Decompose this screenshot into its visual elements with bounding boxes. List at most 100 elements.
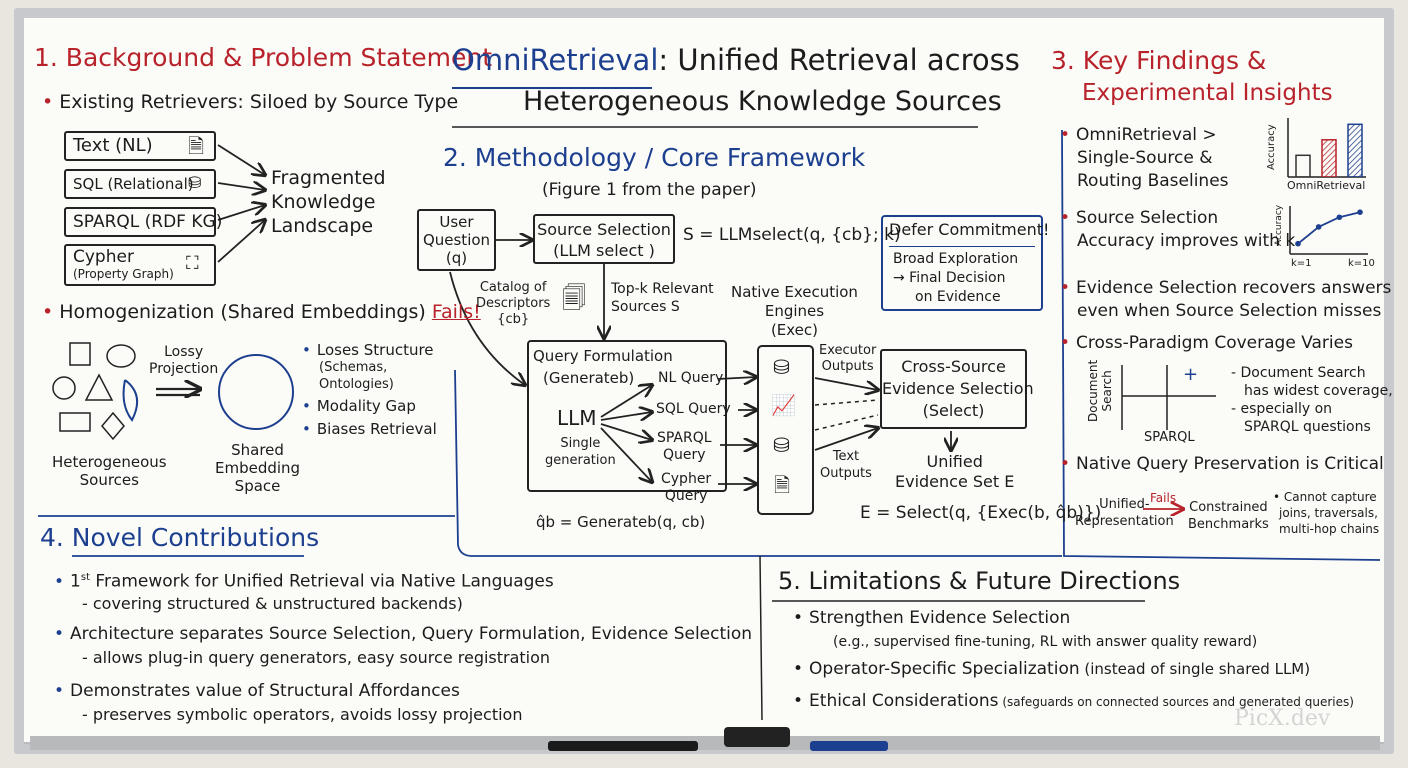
topk-label: Top-k Relevant Sources S xyxy=(611,280,714,316)
user-line-3: (q) xyxy=(445,249,468,267)
finding-3: Evidence Selection recovers answers even… xyxy=(1060,277,1391,323)
contribution-2: Architecture separates Source Selection,… xyxy=(54,622,752,670)
native-line-3: (Exec) xyxy=(770,321,819,339)
c1-pre: 1 xyxy=(70,571,81,592)
l1-sub: (e.g., supervised fine-tuning, RL with a… xyxy=(833,634,1258,650)
defer-line-1: Broad Exploration xyxy=(893,251,1019,267)
unified-line-1: Unified xyxy=(926,452,983,471)
fails-text: Fails! xyxy=(431,301,481,323)
source-box-sql: SQL (Relational) ⛁ xyxy=(64,169,216,199)
finding-5: Native Query Preservation is Critical xyxy=(1060,454,1384,475)
homogenization-text: Homogenization (Shared Embeddings) xyxy=(59,301,426,323)
sparql-q-line-2: Query xyxy=(663,447,706,463)
finding-2: Source Selection Accuracy improves with … xyxy=(1060,207,1295,253)
qf-line-1: Query Formulation xyxy=(533,347,673,365)
database-icon: ⛁ xyxy=(188,173,202,192)
sparql-q-line-1: SPARQL xyxy=(657,430,712,446)
source-box-cypher: Cypher (Property Graph) ⛶ xyxy=(64,244,216,286)
line-chart-xtick-2: k=10 xyxy=(1348,258,1375,269)
s3-heading-line-1: 3. Key Findings & xyxy=(1051,46,1267,75)
l3-main: Ethical Considerations xyxy=(809,691,999,711)
cross-source-text: Cross-Source Evidence Selection (Select) xyxy=(882,356,1034,422)
bar-0 xyxy=(1295,154,1311,177)
source-sel-line-1: Source Selection xyxy=(537,220,671,239)
line-point-2 xyxy=(1336,214,1343,221)
cannot-capture: • Cannot capture joins, traversals, mult… xyxy=(1273,489,1379,537)
source-box-text: Text (NL) 🗎 xyxy=(64,131,216,161)
black-marker[interactable] xyxy=(548,741,698,751)
source-selection-text: Source Selection (LLM select ) xyxy=(535,219,673,261)
sparql-query: SPARQL Query xyxy=(657,430,712,464)
cov-note-1: - Document Search xyxy=(1231,365,1366,381)
shared-line-1: Shared xyxy=(231,441,284,459)
fragmented-landscape: Fragmented Knowledge Landscape xyxy=(271,166,386,238)
source-text-label: Text (NL) xyxy=(73,135,153,156)
topk-line-1: Top-k Relevant xyxy=(611,281,714,297)
catalog-label: Catalog of Descriptors {cb} xyxy=(476,280,550,328)
loses-line-3: Ontologies) xyxy=(319,377,394,392)
exec-out-line-1: Executor xyxy=(819,343,877,358)
text-out-line-1: Text xyxy=(832,449,860,464)
eraser[interactable] xyxy=(724,727,790,747)
limitation-2: Operator-Specific Specialization (instea… xyxy=(793,659,1310,680)
text-out-line-2: Outputs xyxy=(820,466,872,481)
executor-outputs: Executor Outputs xyxy=(819,343,876,375)
limitation-1: Strengthen Evidence Selection (e.g., sup… xyxy=(793,606,1257,654)
marker-tray xyxy=(30,736,1380,750)
cov-note-3: - especially on xyxy=(1231,401,1333,417)
modality-gap: Modality Gap xyxy=(302,397,416,415)
native-line-2: Engines xyxy=(764,302,825,320)
line-chart xyxy=(1295,209,1363,247)
c2-sub: - allows plug-in query generators, easy … xyxy=(82,648,551,667)
s1-bullet-homogenization: Homogenization (Shared Embeddings) Fails… xyxy=(42,301,481,324)
shared-line-2: Embedding xyxy=(215,459,301,477)
loses-structure: Loses Structure (Schemas, Ontologies) xyxy=(302,342,434,393)
nl-query: NL Query xyxy=(658,370,724,386)
documents-icon: 🗐 xyxy=(562,284,586,312)
unified-evidence: Unified Evidence Set E xyxy=(895,452,1014,492)
user-line-1: User xyxy=(439,213,474,231)
line-chart-xtick-1: k=1 xyxy=(1291,258,1312,269)
document-engine-icon: 🗎 xyxy=(774,473,791,497)
unified-rep-line-2: Representation xyxy=(1075,514,1174,529)
cross-line-3: (Select) xyxy=(922,401,985,420)
f3-line-2: even when Source Selection misses xyxy=(1077,301,1382,321)
defer-body: Broad Exploration → Final Decision on Ev… xyxy=(893,250,1018,307)
database-engine-icon: ⛁ xyxy=(773,355,790,379)
s5-heading: 5. Limitations & Future Directions xyxy=(778,567,1181,595)
l1-main: Strengthen Evidence Selection xyxy=(793,606,1257,630)
lossy-line-2: Projection xyxy=(149,361,219,377)
catalog-line-2: Descriptors xyxy=(476,296,551,311)
selection-formula: S = LLMselect(q, {cb}; k) xyxy=(683,225,901,245)
page-subtitle: Heterogeneous Knowledge Sources xyxy=(523,86,1002,117)
catalog-line-3: {cb} xyxy=(497,312,530,327)
single-line-2: generation xyxy=(545,453,616,468)
select-formula: E = Select(q, {Exec(b, q̂b)}) xyxy=(860,503,1102,523)
defer-heading: Defer Commitment! xyxy=(889,220,1050,239)
loses-line-2: (Schemas, xyxy=(319,360,388,375)
hetero-line-2: Sources xyxy=(79,471,139,489)
coverage-ylabel: Document Search xyxy=(1086,360,1114,422)
blue-marker[interactable] xyxy=(810,741,888,751)
frag-line-2: Knowledge xyxy=(271,191,376,213)
limitation-3: Ethical Considerations (safeguards on co… xyxy=(793,691,1354,712)
cypher-q-line-2: Query xyxy=(664,488,708,504)
single-line-1: Single xyxy=(560,436,601,451)
l3-tail: (safeguards on connected sources and gen… xyxy=(998,695,1354,709)
cross-line-1: Cross-Source xyxy=(901,357,1006,376)
unified-representation: Unified- Representation xyxy=(1075,496,1174,530)
shared-embedding-label: Shared Embedding Space xyxy=(215,441,300,495)
cannot-line-1: • Cannot capture xyxy=(1273,490,1377,504)
shared-line-3: Space xyxy=(234,477,281,495)
cov-note-2: has widest coverage, xyxy=(1244,383,1393,399)
contribution-1: 1st Framework for Unified Retrieval via … xyxy=(54,567,554,615)
unified-line-2: Evidence Set E xyxy=(895,472,1015,491)
c3-main: Demonstrates value of Structural Afforda… xyxy=(54,679,522,703)
graph-engine-icon: ⛁ xyxy=(773,433,790,457)
source-selection-box: Source Selection (LLM select ) xyxy=(533,214,675,264)
graph-icon: ⛶ xyxy=(186,253,199,274)
f2-line-2: Accuracy improves with k xyxy=(1077,231,1296,251)
query-formulation-box xyxy=(527,340,727,492)
title-rest1: : Unified Retrieval across xyxy=(658,43,1020,77)
cannot-line-2: joins, traversals, xyxy=(1279,506,1378,520)
